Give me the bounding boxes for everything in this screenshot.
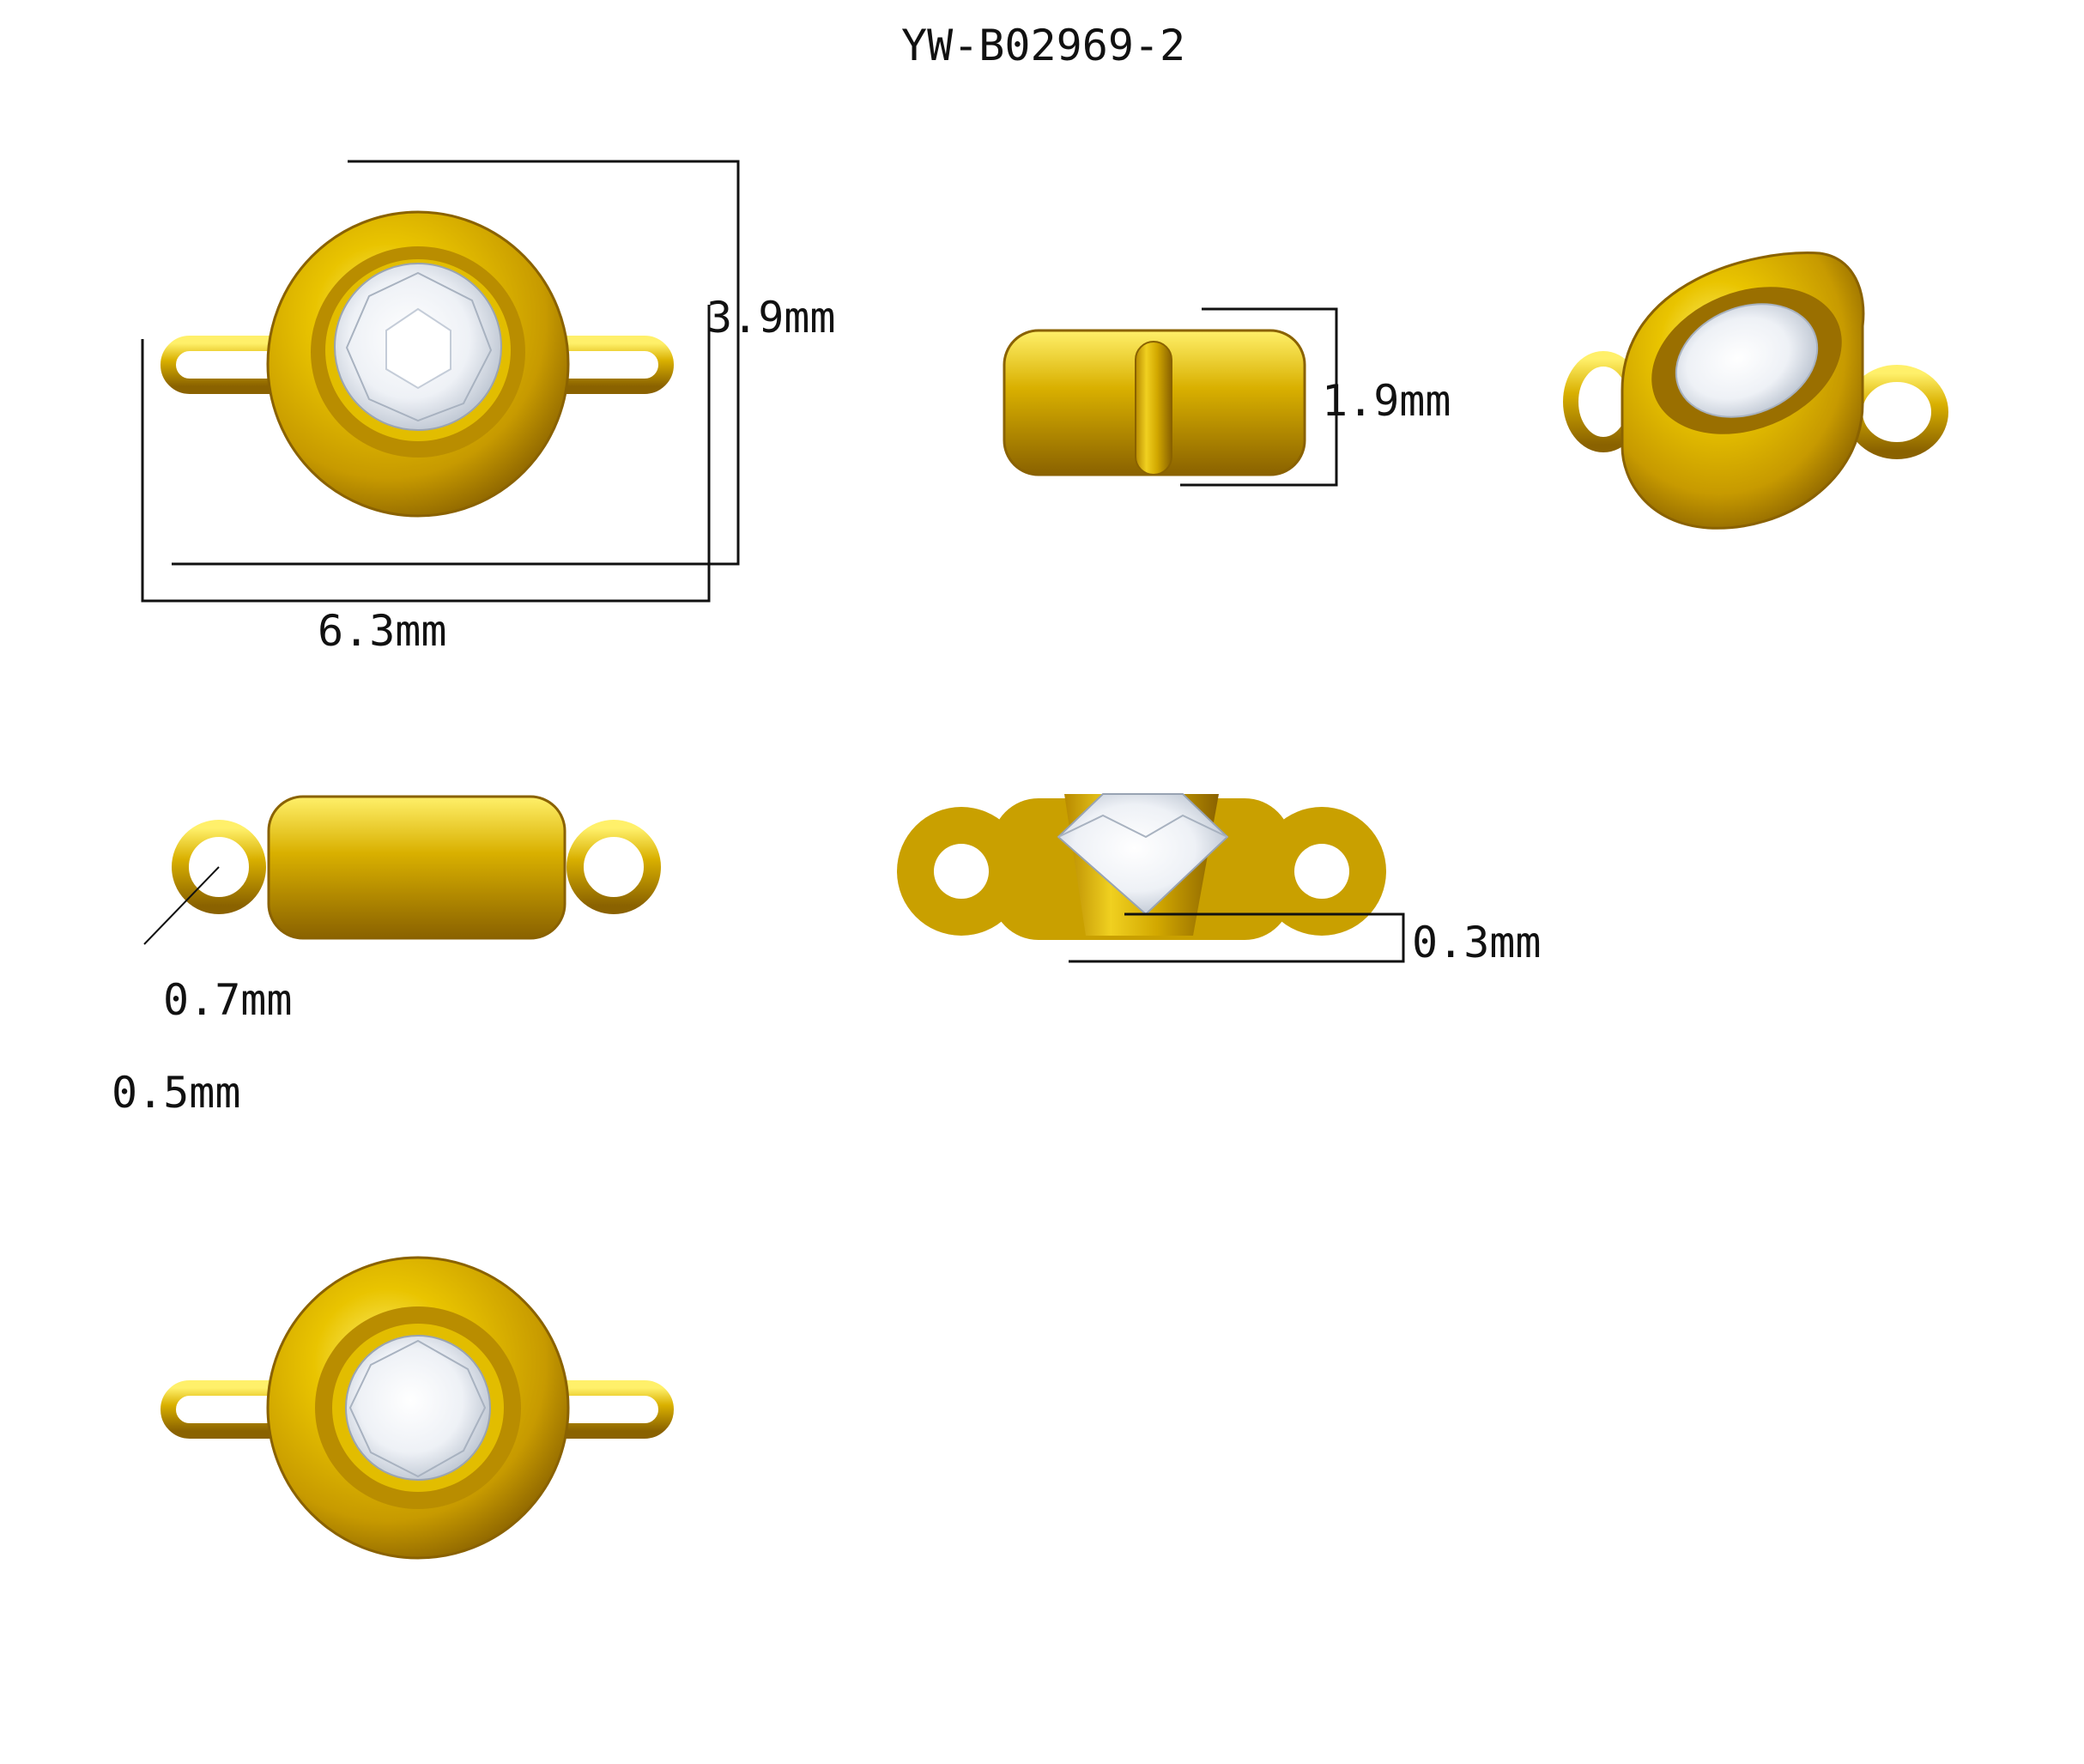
dimension-seat-label: 0.3mm <box>1412 918 1542 967</box>
lower-gem <box>345 1335 491 1481</box>
drawing-title: YW-B02969-2 <box>901 21 1186 70</box>
front-right-loop <box>566 820 661 914</box>
dimension-wire-label: 0.5mm <box>112 1068 241 1118</box>
gem-facets <box>345 271 493 422</box>
front-body <box>267 795 566 940</box>
dimension-width-label: 6.3mm <box>318 606 447 656</box>
top-view <box>141 160 740 603</box>
dimension-ring-hole-label: 0.7mm <box>163 975 293 1025</box>
gem-table <box>385 307 451 390</box>
dim-line-height <box>172 160 740 566</box>
front-left-loop <box>172 820 266 914</box>
side-view <box>1003 307 1338 487</box>
section-view <box>897 793 1405 963</box>
persp-right-loop <box>1845 365 1948 459</box>
top-view-2 <box>161 1256 674 1560</box>
section-right-hole <box>1294 844 1349 899</box>
section-left-hole <box>934 844 989 899</box>
section-gem <box>1057 793 1229 916</box>
dimension-depth-label: 1.9mm <box>1322 376 1451 426</box>
dim-line-depth <box>1180 307 1338 487</box>
perspective-view <box>1563 252 1948 530</box>
dim-line-seat <box>1069 912 1405 963</box>
front-view <box>143 795 661 945</box>
side-loop <box>1135 341 1172 476</box>
lower-gem-facets <box>348 1339 487 1478</box>
section-gem-facets <box>1057 814 1228 839</box>
dim-line-width <box>141 305 711 603</box>
dimension-height-label: 3.9mm <box>706 293 836 342</box>
persp-gem <box>1675 303 1819 418</box>
leader-ring-hole <box>143 866 220 945</box>
